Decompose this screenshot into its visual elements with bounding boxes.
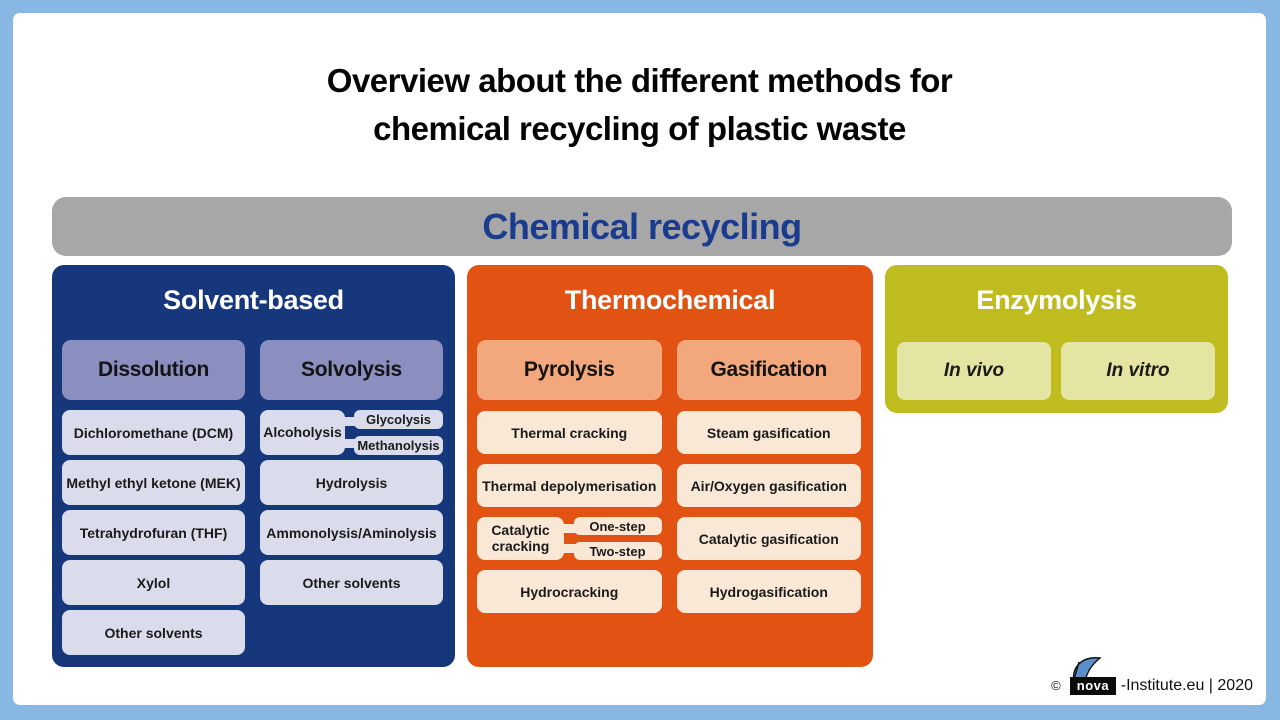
method-box-methanolysis: Methanolysis	[354, 436, 443, 455]
panel-thermochemical: Thermochemical Pyrolysis Thermal crackin…	[467, 265, 873, 667]
method-box-alcoholysis: Alcoholysis	[260, 410, 345, 455]
chemical-recycling-banner: Chemical recycling	[52, 197, 1232, 256]
page-title: Overview about the different methods for…	[13, 57, 1266, 153]
slide-page: Overview about the different methods for…	[13, 13, 1266, 705]
thermo-columns: Pyrolysis Thermal cracking Thermal depol…	[477, 340, 861, 613]
method-box-air-oxygen-gasification: Air/Oxygen gasification	[676, 464, 861, 507]
banner-label: Chemical recycling	[482, 205, 802, 247]
alcoholysis-sub-stack: Glycolysis Methanolysis	[354, 410, 443, 455]
panel-enzym-title: Enzymolysis	[976, 285, 1137, 315]
page-title-line2: chemical recycling of plastic waste	[373, 110, 906, 147]
nova-institute-logo: nova	[1065, 654, 1117, 695]
panel-solvent-title: Solvent-based	[163, 285, 344, 315]
branch-connector	[559, 544, 576, 553]
branch-connector	[340, 417, 357, 426]
header-solvolysis: Solvolysis	[260, 340, 443, 400]
method-box-steam-gasification: Steam gasification	[676, 411, 861, 454]
method-box-two-step: Two-step	[573, 542, 662, 560]
method-box-one-step: One-step	[573, 517, 662, 535]
method-box-catalytic-cracking: Catalytic cracking	[477, 517, 564, 560]
panel-thermo-title: Thermochemical	[564, 285, 776, 315]
method-box-dcm: Dichloromethane (DCM)	[62, 410, 245, 455]
panel-solvent-based: Solvent-based Dissolution Dichloromethan…	[52, 265, 455, 667]
method-box-catalytic-gasification: Catalytic gasification	[676, 517, 861, 560]
copyright-symbol: ©	[1051, 678, 1061, 693]
method-box-in-vivo: In vivo	[897, 342, 1051, 400]
column-pyrolysis: Pyrolysis Thermal cracking Thermal depol…	[477, 340, 662, 613]
method-box-hydrogasification: Hydrogasification	[676, 570, 861, 613]
method-box-in-vitro: In vitro	[1061, 342, 1215, 400]
nova-wordmark: nova	[1069, 677, 1117, 695]
branch-connector	[340, 439, 357, 448]
method-box-mek: Methyl ethyl ketone (MEK)	[62, 460, 245, 505]
column-solvolysis: Solvolysis Alcoholysis Glycolysis Methan…	[260, 340, 443, 655]
method-box-hydrolysis: Hydrolysis	[260, 460, 443, 505]
header-dissolution: Dissolution	[62, 340, 245, 400]
header-gasification: Gasification	[676, 340, 861, 400]
branch-catalytic-cracking: Catalytic cracking One-step Two-step	[477, 517, 662, 560]
page-title-line1: Overview about the different methods for	[326, 62, 953, 99]
method-box-other-solvents-dissolution: Other solvents	[62, 610, 245, 655]
enzym-columns: In vivo In vitro	[897, 342, 1215, 400]
panel-enzymolysis: Enzymolysis In vivo In vitro	[885, 265, 1228, 413]
column-gasification: Gasification Steam gasification Air/Oxyg…	[676, 340, 861, 613]
credit-line: © nova -Institute.eu | 2020	[1051, 654, 1253, 695]
method-box-xylol: Xylol	[62, 560, 245, 605]
method-box-hydrocracking: Hydrocracking	[477, 570, 662, 613]
branch-alcoholysis: Alcoholysis Glycolysis Methanolysis	[260, 410, 443, 455]
method-box-glycolysis: Glycolysis	[354, 410, 443, 429]
catalytic-cracking-sub-stack: One-step Two-step	[573, 517, 662, 560]
method-box-thermal-cracking: Thermal cracking	[477, 411, 662, 454]
credit-text: -Institute.eu | 2020	[1120, 677, 1253, 694]
header-pyrolysis: Pyrolysis	[477, 340, 662, 400]
solvent-columns: Dissolution Dichloromethane (DCM) Methyl…	[62, 340, 443, 655]
branch-connector	[559, 524, 576, 533]
method-box-ammonolysis: Ammonolysis/Aminolysis	[260, 510, 443, 555]
method-box-other-solvents-solvolysis: Other solvents	[260, 560, 443, 605]
method-box-thermal-depolymerisation: Thermal depolymerisation	[477, 464, 662, 507]
column-dissolution: Dissolution Dichloromethane (DCM) Methyl…	[62, 340, 245, 655]
method-box-thf: Tetrahydrofuran (THF)	[62, 510, 245, 555]
